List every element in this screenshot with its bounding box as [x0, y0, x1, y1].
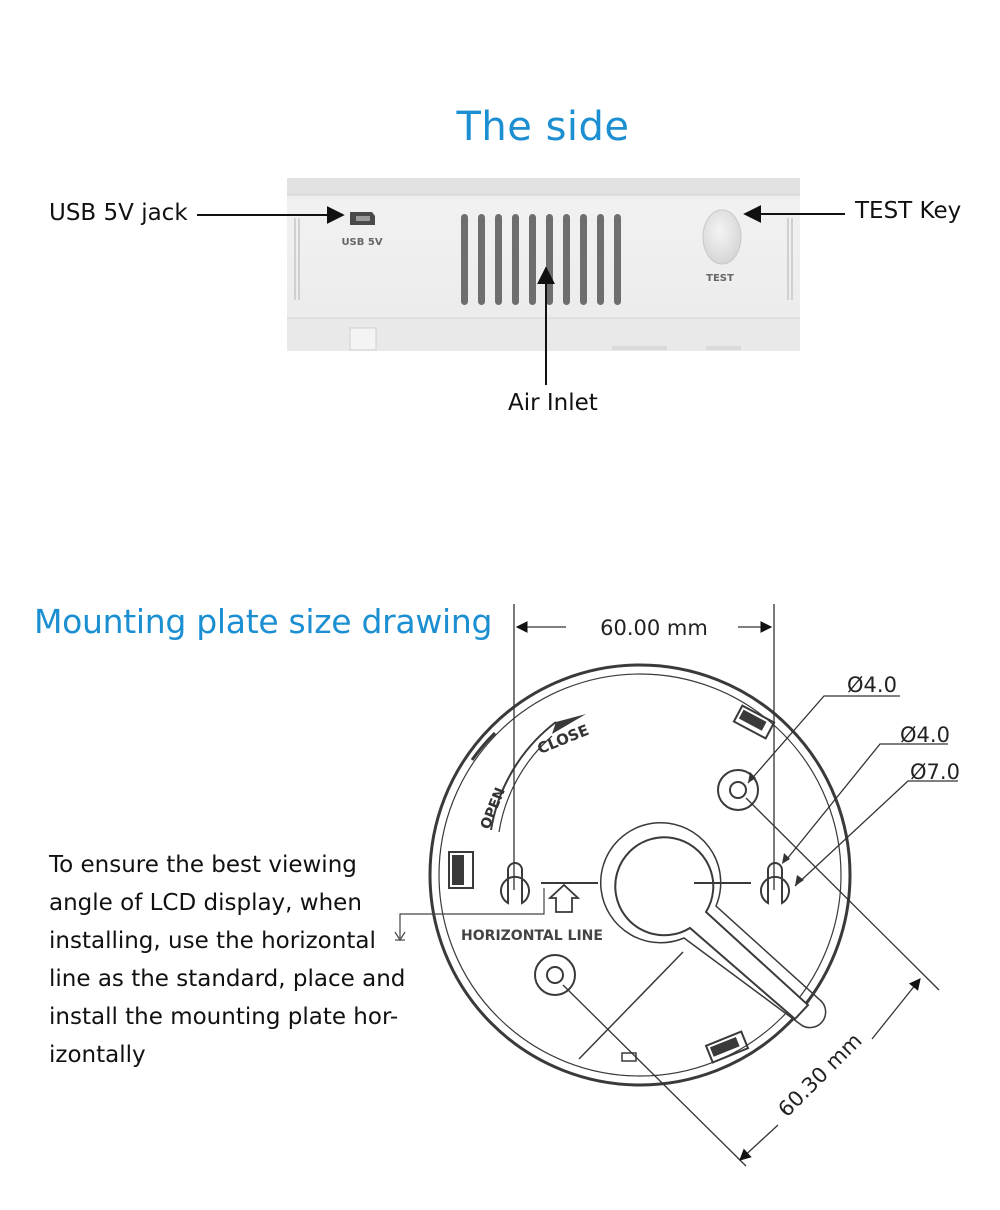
- hole-a-diameter-label: Ø4.0: [847, 673, 897, 697]
- lower-screw-boss: [534, 954, 576, 996]
- installation-instruction: To ensure the best viewing angle of LCD …: [49, 852, 406, 1068]
- air-inlet-callout: Air Inlet: [508, 390, 598, 416]
- top-clip: [732, 704, 776, 740]
- horizontal-line-label: HORIZONTAL LINE: [461, 928, 603, 944]
- open-close-arrow-icon: [490, 721, 557, 831]
- horizontal-reference-mark: [394, 888, 545, 942]
- left-clip: [448, 851, 474, 889]
- air-inlet-vents: [461, 214, 621, 305]
- diameter-leaders: [747, 695, 958, 887]
- plate-outer-ring: [428, 663, 852, 1087]
- horizontal-up-arrow-icon: [547, 883, 581, 913]
- diagonal-dimension-label: 60.30 mm: [773, 1028, 866, 1121]
- left-keyhole-slot: [500, 862, 530, 905]
- width-dimension: [513, 604, 775, 890]
- device-side-view: USB 5V TEST: [287, 178, 800, 351]
- left-rib: [294, 218, 300, 300]
- hole-b-diameter-label: Ø4.0: [900, 723, 950, 747]
- device-top-band: [287, 178, 800, 195]
- plate-inner-ring: [438, 673, 842, 1077]
- test-key-callout: TEST Key: [855, 198, 962, 224]
- test-button[interactable]: [702, 209, 742, 265]
- center-keyhole: [614, 836, 810, 1021]
- bottom-notch: [621, 1052, 637, 1062]
- usb-jack-callout: USB 5V jack: [49, 200, 188, 226]
- bottom-tab: [349, 327, 377, 351]
- mounting-plate: [428, 663, 852, 1087]
- side-view-title: The side: [456, 104, 630, 150]
- bottom-clip: [704, 1030, 750, 1064]
- usb-device-label: USB 5V: [341, 237, 382, 248]
- usb-port-icon: [350, 212, 375, 225]
- device-body: [287, 178, 800, 351]
- test-device-label: TEST: [706, 273, 734, 284]
- diagonal-dimension: [562, 797, 940, 1167]
- mounting-plate-title: Mounting plate size drawing: [34, 602, 493, 641]
- width-dimension-label: 60.00 mm: [600, 616, 708, 640]
- upper-screw-boss: [717, 769, 759, 811]
- right-rib: [787, 218, 793, 300]
- hole-c-diameter-label: Ø7.0: [910, 760, 960, 784]
- right-keyhole-slot: [760, 862, 790, 905]
